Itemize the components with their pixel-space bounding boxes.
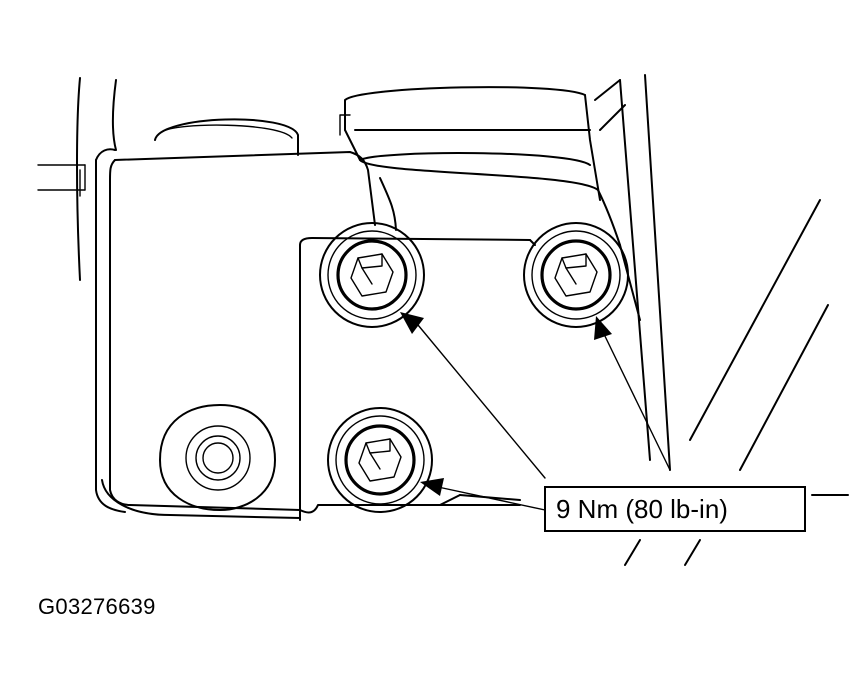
upper-boss <box>154 118 299 156</box>
torque-callout: 9 Nm (80 lb-in) <box>544 486 806 532</box>
cylinder-housing <box>339 74 671 471</box>
arrow-upper-left <box>400 312 424 334</box>
upper-right-bolt-icon <box>523 222 629 328</box>
torque-callout-label: 9 Nm (80 lb-in) <box>556 494 728 524</box>
bracket-body <box>95 148 641 521</box>
lower-left-bushing <box>159 404 276 511</box>
leader-lines <box>400 312 671 511</box>
right-side-lines <box>624 199 849 566</box>
figure-id: G03276639 <box>38 594 156 619</box>
arrow-upper-right <box>594 316 612 340</box>
lower-bolt-icon <box>327 407 433 513</box>
left-tube <box>37 77 117 281</box>
upper-left-bolt-icon <box>319 222 425 328</box>
arrow-lower <box>420 478 444 496</box>
